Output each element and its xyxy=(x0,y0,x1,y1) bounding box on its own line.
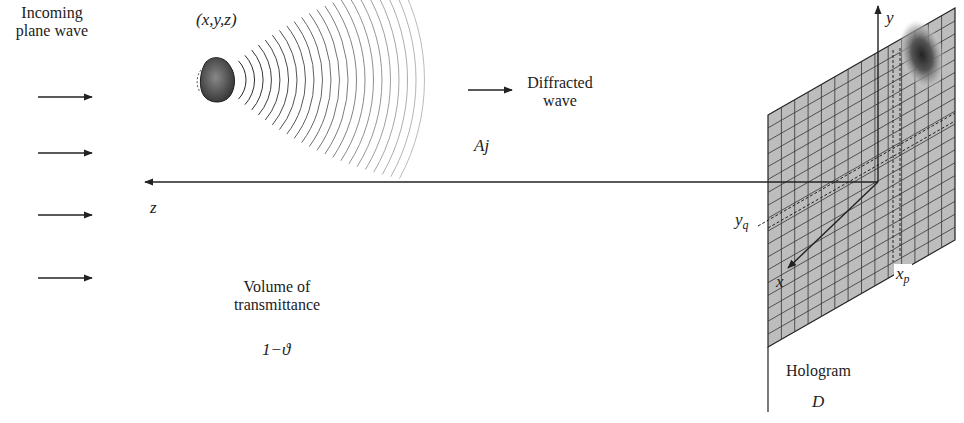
particle xyxy=(200,58,234,102)
wavefront-arc xyxy=(341,0,365,161)
wavefront-arc xyxy=(265,40,280,120)
particle-outline xyxy=(197,70,201,92)
wavefront-arc xyxy=(349,0,374,164)
wavefront-arc xyxy=(317,10,339,151)
y-axis xyxy=(877,6,878,182)
grid-line xyxy=(768,163,955,270)
wavefront-arc xyxy=(245,55,255,104)
grid-line xyxy=(768,137,955,244)
wavefront-arc xyxy=(365,0,390,170)
grid-line xyxy=(768,98,955,205)
pixel-column xyxy=(893,50,894,262)
volume-label: Volume of transmittance xyxy=(222,278,332,315)
axis-label: x xyxy=(776,272,784,292)
wavefront-arc xyxy=(280,30,298,129)
grid-line xyxy=(768,150,955,257)
wavefront-arc xyxy=(252,50,263,110)
wavefront-arc xyxy=(287,26,306,134)
grid-line xyxy=(768,124,955,231)
pixel-label: yq xyxy=(733,210,751,233)
grid-line xyxy=(768,214,955,321)
grid-line xyxy=(768,111,955,218)
hologram-label: Hologram xyxy=(786,362,851,380)
hologram-edge xyxy=(767,347,768,412)
wavefront-arc xyxy=(399,0,424,179)
pixel-row xyxy=(768,121,955,228)
wavefront-arc xyxy=(258,45,271,115)
transmittance-symbol: 1−ϑ xyxy=(262,340,290,360)
wavefront-arc xyxy=(294,22,314,139)
hologram-symbol: D xyxy=(812,392,824,412)
wavefronts xyxy=(239,0,425,179)
z-axis xyxy=(145,181,878,182)
wave-label: Diffracted wave xyxy=(515,74,605,111)
wavefront-arc xyxy=(302,17,323,142)
coordinate-label: (x,y,z) xyxy=(196,10,237,30)
grid-line xyxy=(768,85,955,192)
pixel-label: xp xyxy=(894,264,912,287)
axis-label: y xyxy=(886,8,894,28)
wave-label: Incoming plane wave xyxy=(6,4,98,41)
axis-label: z xyxy=(150,198,157,218)
wavefront-arc xyxy=(333,3,357,158)
wavefront-arc xyxy=(239,61,247,99)
incoming-arrows xyxy=(38,97,92,278)
hologram-spot xyxy=(891,15,952,96)
wavefront-arc xyxy=(357,0,382,167)
wavefront-arc xyxy=(309,13,331,146)
grid-line xyxy=(768,227,955,334)
hologram-plane xyxy=(768,8,955,347)
x-axis xyxy=(788,182,878,268)
grid-line xyxy=(768,176,955,283)
grid-line xyxy=(768,188,955,295)
grid-line xyxy=(768,201,955,308)
amplitude-label: Aj xyxy=(474,136,489,156)
wavefront-arc xyxy=(325,6,348,154)
diffracted-arrow xyxy=(468,89,512,90)
wavefront-arc xyxy=(272,35,288,125)
pixel-row xyxy=(758,113,955,226)
